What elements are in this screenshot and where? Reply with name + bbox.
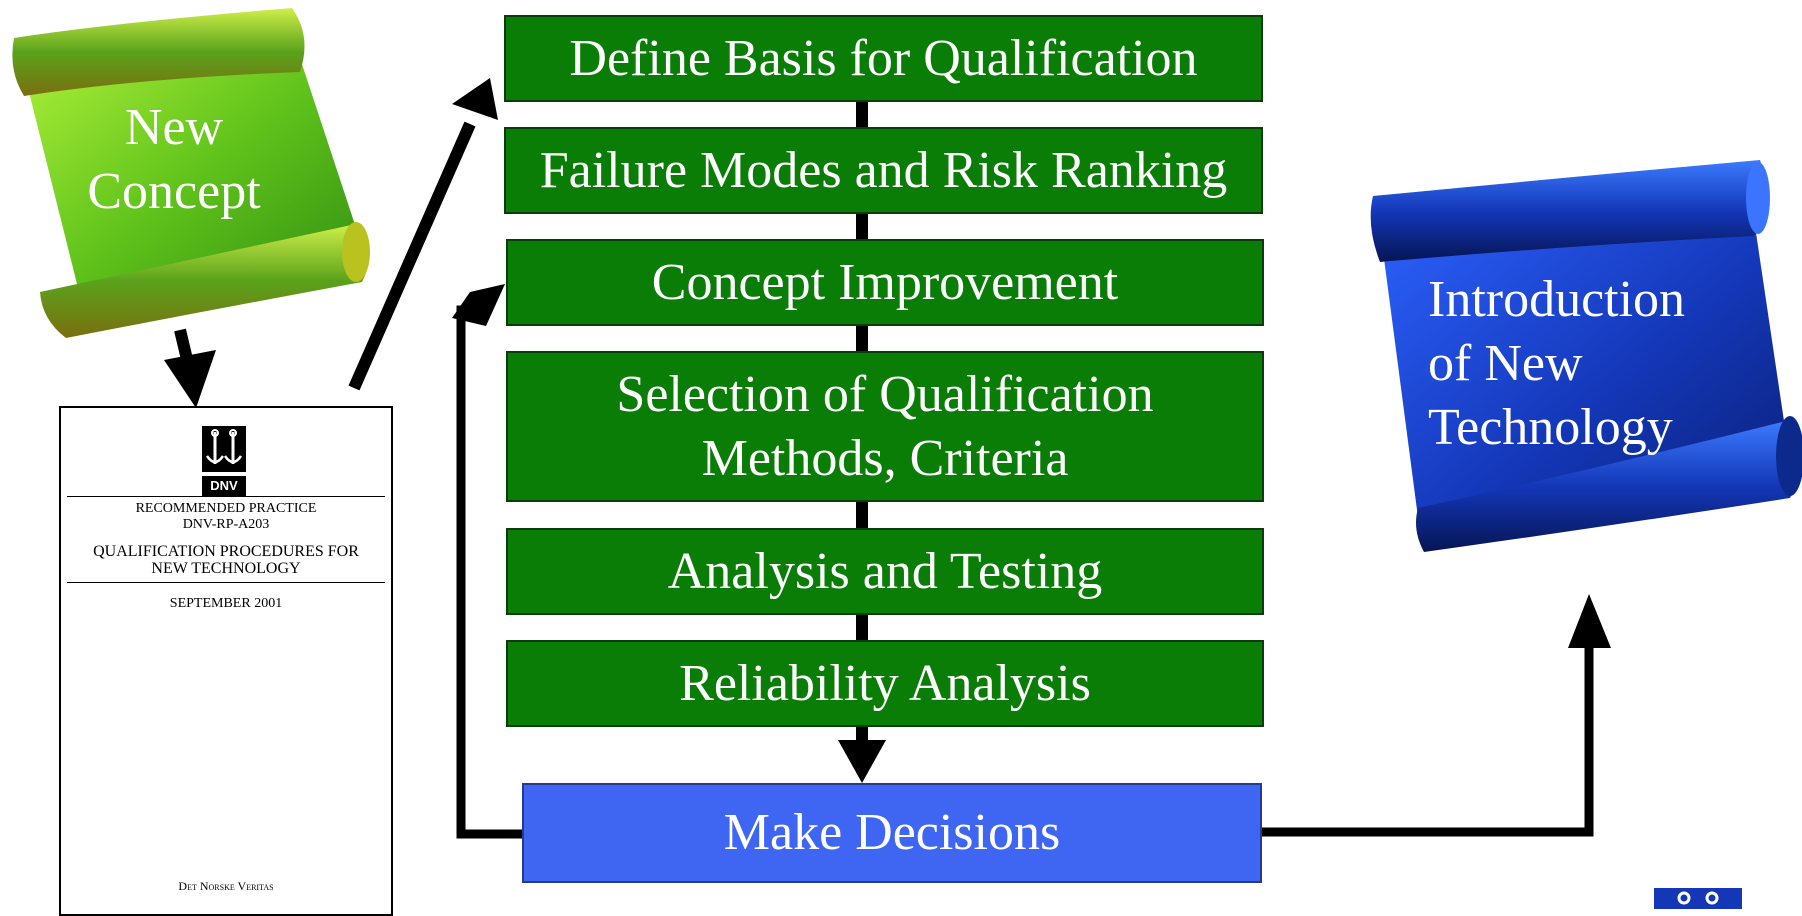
step-reliability: Reliability Analysis	[506, 640, 1264, 727]
doc-divider-bottom	[67, 582, 385, 583]
step-make-decisions: Make Decisions	[522, 783, 1262, 883]
doc-publisher: Det Norske Veritas	[178, 879, 274, 893]
doc-type: RECOMMENDED PRACTICE	[135, 501, 317, 516]
arrowhead-document	[164, 350, 216, 408]
arrowhead-introduction	[1568, 594, 1611, 648]
dnv-document: DNV RECOMMENDED PRACTICE DNV-RP-A203 QUA…	[59, 406, 393, 916]
doc-title: QUALIFICATION PROCEDURES FOR NEW TECHNOL…	[93, 543, 359, 577]
introduction-scroll	[1370, 160, 1802, 552]
step-define-basis: Define Basis for Qualification	[504, 15, 1263, 102]
dnv-corner-logo	[1654, 888, 1742, 909]
new-concept-label: New Concept	[87, 99, 261, 220]
step-failure-modes: Failure Modes and Risk Ranking	[504, 127, 1263, 214]
arrowhead-feedback	[452, 284, 505, 326]
doc-code: DNV-RP-A203	[182, 517, 270, 532]
introduction-label: Introduction of New Technology	[1428, 271, 1686, 456]
doc-divider-top	[67, 496, 385, 497]
doc-date: SEPTEMBER 2001	[169, 596, 283, 611]
arrowhead-define-basis	[452, 78, 498, 120]
arrow-decisions-to-introduction	[1262, 625, 1594, 837]
step-selection: Selection of Qualification Methods, Crit…	[506, 351, 1264, 502]
arrowhead-to-decisions	[838, 740, 886, 783]
step-concept-improvement: Concept Improvement	[506, 239, 1264, 326]
new-concept-scroll	[12, 8, 370, 338]
dnv-logo-text: DNV	[210, 478, 238, 493]
dnv-anchor-logo	[202, 426, 246, 496]
arrow-document-to-define-basis	[348, 121, 476, 391]
step-analysis-testing: Analysis and Testing	[506, 528, 1264, 615]
